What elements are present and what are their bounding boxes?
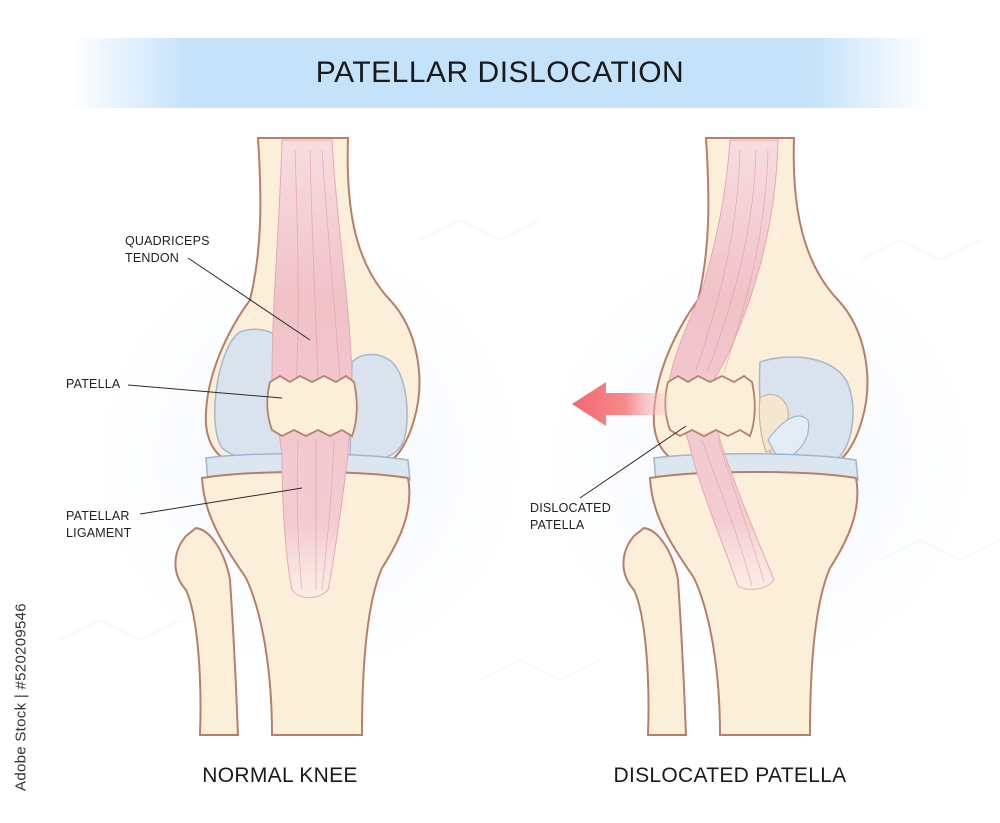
- normal-tendon-fibers: [294, 149, 341, 591]
- stock-credit: Adobe Stock | #520209546: [6, 582, 36, 812]
- leader-lines: [127, 257, 687, 515]
- dislocated-fibula: [622, 526, 688, 736]
- title-band: [70, 38, 930, 108]
- label-dislocated-patella: DISLOCATED PATELLA: [530, 500, 611, 534]
- label-patellar-ligament-line2: LIGAMENT: [66, 526, 132, 540]
- normal-knee: [90, 137, 530, 736]
- label-patellar-ligament-line1: PATELLAR: [66, 509, 130, 523]
- stock-credit-text: Adobe Stock | #520209546: [12, 603, 30, 791]
- dislocation-arrow: [572, 382, 668, 426]
- label-quadriceps-tendon-line2: TENDON: [125, 251, 179, 265]
- dislocated-knee: [540, 137, 980, 736]
- dislocated-tendon-fibers: [695, 149, 769, 587]
- label-patellar-ligament: PATELLAR LIGAMENT: [66, 508, 132, 542]
- leader-patella: [127, 384, 283, 399]
- label-quadriceps-tendon: QUADRICEPS TENDON: [125, 233, 210, 267]
- dislocated-tibia: [648, 471, 859, 736]
- leader-patellar-ligament: [139, 487, 303, 515]
- watermark-pattern: [59, 219, 1000, 681]
- leader-dislocated-patella: [579, 425, 687, 499]
- label-quadriceps-tendon-line1: QUADRICEPS: [125, 234, 210, 248]
- label-patella: PATELLA: [66, 377, 121, 391]
- normal-medial-condyle: [349, 353, 408, 462]
- dislocated-patella-bone: [664, 374, 756, 438]
- caption-dislocated-patella: DISLOCATED PATELLA: [613, 764, 847, 787]
- diagram-title: PATELLAR DISLOCATION: [315, 56, 685, 89]
- label-dislocated-patella-line2: PATELLA: [530, 518, 585, 532]
- leader-quadriceps-tendon: [187, 257, 311, 341]
- normal-tibia: [200, 471, 411, 736]
- normal-patella: [266, 374, 358, 438]
- normal-fibula: [174, 526, 240, 736]
- caption-normal-knee: NORMAL KNEE: [202, 764, 358, 787]
- label-dislocated-patella-line1: DISLOCATED: [530, 501, 611, 515]
